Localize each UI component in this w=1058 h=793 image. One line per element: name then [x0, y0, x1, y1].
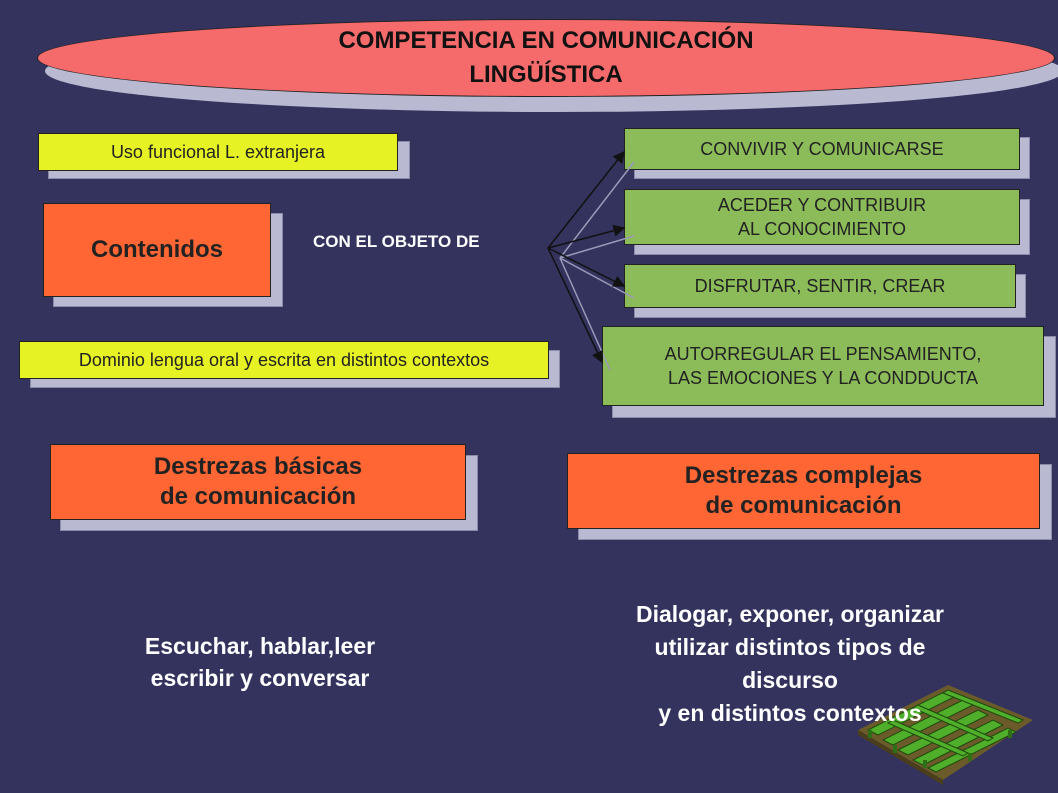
destrezas-basicas-box: Destrezas básicas de comunicación — [50, 444, 466, 520]
contenidos-label: Contenidos — [91, 236, 223, 263]
acceder-box: ACEDER Y CONTRIBUIR AL CONOCIMIENTO — [624, 189, 1020, 245]
uso-funcional-label: Uso funcional L. extranjera — [110, 141, 326, 162]
disfrutar-label: DISFRUTAR, SENTIR, CREAR — [694, 276, 946, 296]
autorregular-line-1: AUTORREGULAR EL PENSAMIENTO, — [664, 344, 982, 364]
complejas-desc-line-1: Dialogar, exponer, organizar — [635, 601, 945, 627]
convivir-box: CONVIVIR Y COMUNICARSE — [624, 128, 1020, 170]
complejas-line-1: Destrezas complejas — [684, 462, 923, 489]
basicas-line-2: de comunicación — [159, 483, 357, 510]
arrow-to-disfrutar — [547, 247, 626, 287]
acceder-line-2: AL CONOCIMIENTO — [737, 219, 907, 239]
arrow-to-acceder — [547, 224, 626, 249]
autorregular-box: AUTORREGULAR EL PENSAMIENTO, LAS EMOCION… — [602, 326, 1044, 406]
convivir-label: CONVIVIR Y COMUNICARSE — [700, 139, 944, 159]
maze-icon — [858, 685, 1033, 785]
arrow-to-convivir — [547, 150, 625, 249]
complejas-desc-line-2: utilizar distintos tipos de — [654, 634, 926, 660]
uso-funcional-box: Uso funcional L. extranjera — [38, 133, 398, 171]
arrow-to-autorregular — [547, 247, 603, 364]
complejas-line-2: de comunicación — [705, 492, 902, 519]
basicas-desc-line-1: Escuchar, hablar,leer — [144, 633, 376, 659]
basicas-line-1: Destrezas básicas — [153, 453, 363, 480]
title-ellipse — [37, 19, 1055, 97]
arrow-shadow — [559, 235, 635, 259]
autorregular-line-2: LAS EMOCIONES Y LA CONDDUCTA — [667, 368, 979, 388]
destrezas-complejas-box: Destrezas complejas de comunicación — [567, 453, 1040, 529]
dominio-label: Dominio lengua oral y escrita en distint… — [78, 350, 490, 370]
arrow-shadow — [559, 161, 635, 259]
title-line-2: LINGÜÍSTICA — [469, 61, 623, 88]
acceder-line-1: ACEDER Y CONTRIBUIR — [717, 195, 927, 215]
basicas-description: Escuchar, hablar,leer escribir y convers… — [90, 630, 430, 694]
con-objeto-label: CON EL OBJETO DE — [313, 232, 480, 251]
page-title: COMPETENCIA EN COMUNICACIÓN LINGÜÍSTICA — [37, 24, 1055, 92]
complejas-desc-line-4: y en distintos contextos — [658, 700, 922, 726]
complejas-desc-line-3: discurso — [742, 667, 838, 693]
title-line-1: COMPETENCIA EN COMUNICACIÓN — [338, 27, 754, 54]
dominio-box: Dominio lengua oral y escrita en distint… — [19, 341, 549, 379]
disfrutar-box: DISFRUTAR, SENTIR, CREAR — [624, 264, 1016, 308]
contenidos-box: Contenidos — [43, 203, 271, 297]
basicas-desc-line-2: escribir y conversar — [150, 665, 370, 691]
complejas-description: Dialogar, exponer, organizar utilizar di… — [560, 598, 1020, 730]
arrow-shadow — [559, 257, 635, 299]
